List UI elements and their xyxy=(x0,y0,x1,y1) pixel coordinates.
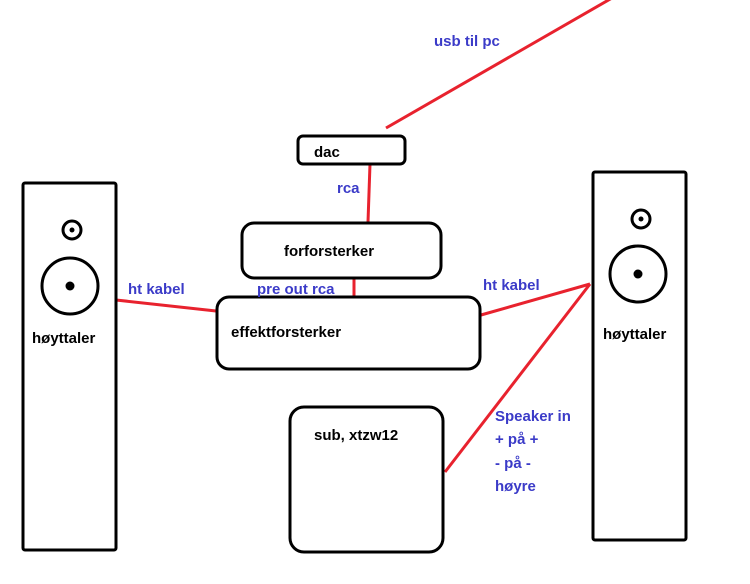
pre-out-cable-label: pre out rca xyxy=(257,281,335,298)
dac-label: dac xyxy=(314,144,340,161)
speaker-right-label: høyttaler xyxy=(603,326,667,343)
sub-box: sub, xtzw12 xyxy=(288,405,445,554)
preamp-label: forforsterker xyxy=(284,243,374,260)
speaker-left: høyttaler xyxy=(21,181,118,552)
preamp-box: forforsterker xyxy=(240,221,443,280)
sub-note-line: høyre xyxy=(495,478,536,495)
sub-label: sub, xtzw12 xyxy=(314,427,398,444)
ht-cable-label-right: ht kabel xyxy=(483,277,540,294)
usb-wire xyxy=(385,0,612,130)
sub-note-line: - på - xyxy=(495,455,531,472)
rca-wire xyxy=(366,163,372,223)
tweeter-center-icon xyxy=(638,216,644,222)
power-amp-label: effektforsterker xyxy=(231,324,341,341)
woofer-center-icon xyxy=(633,269,643,279)
ht-wire-right xyxy=(480,282,591,317)
sub-note-line: Speaker in xyxy=(495,408,571,425)
ht-cable-label-left: ht kabel xyxy=(128,281,185,298)
dac-box: dac xyxy=(296,134,407,166)
speaker-left-label: høyttaler xyxy=(32,330,96,347)
power-amp-box: effektforsterker xyxy=(215,295,482,371)
sub-note-line: + på + xyxy=(495,431,539,448)
usb-cable-label: usb til pc xyxy=(434,33,500,50)
sub-wire xyxy=(443,283,592,473)
woofer-center-icon xyxy=(65,281,75,291)
speaker-right: høyttaler xyxy=(591,170,688,542)
ht-wire-left xyxy=(115,298,217,313)
rca-cable-label: rca xyxy=(337,180,360,197)
tweeter-center-icon xyxy=(69,227,75,233)
